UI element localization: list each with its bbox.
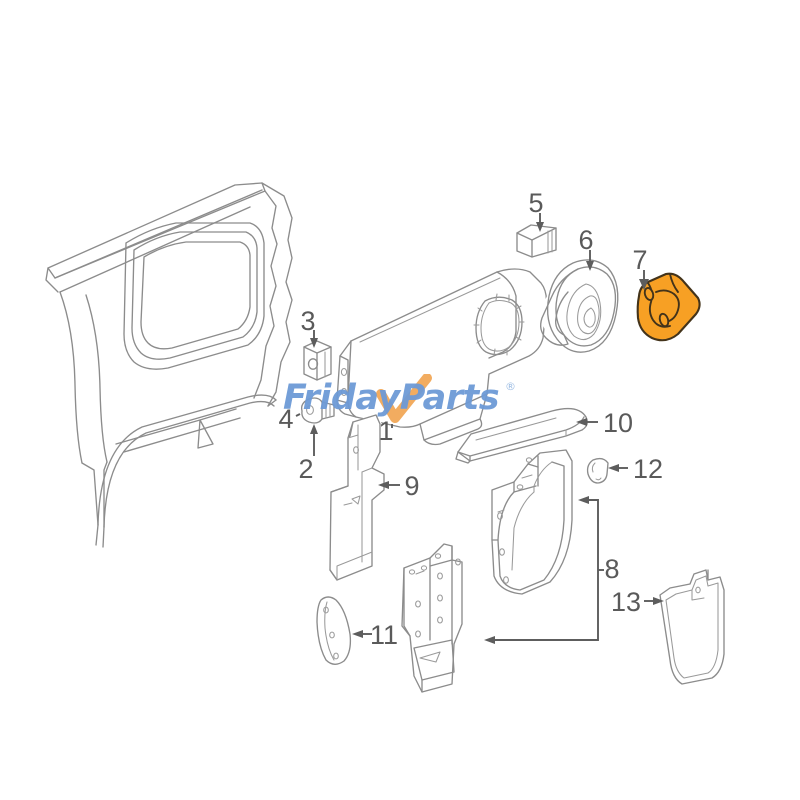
part-8-wheelhouse-liner — [485, 449, 573, 596]
callout-number-10: 10 — [603, 408, 633, 438]
callout-leaders — [295, 213, 664, 644]
part-9-inner-reinforcement-bracket — [328, 414, 385, 582]
part-7-fuel-filler-hinge-bracket-highlighted — [636, 272, 701, 342]
part-5-fuel-door-bracket — [516, 224, 557, 258]
callout-number-12: 12 — [633, 454, 663, 484]
callout-number-7: 7 — [632, 245, 647, 275]
part-12-clip-grommet — [586, 457, 609, 484]
part-13-mud-flap — [659, 569, 725, 685]
callout-number-6: 6 — [578, 225, 593, 255]
callout-number-2: 2 — [298, 454, 313, 484]
callout-number-13: 13 — [611, 587, 641, 617]
part-10-roof-rail-moulding — [455, 407, 588, 464]
callout-number-8: 8 — [604, 554, 619, 584]
part-6-fuel-filler-housing — [540, 259, 619, 353]
vehicle-body-outline — [45, 182, 293, 548]
callout-number-5: 5 — [528, 188, 543, 218]
callout-number-9: 9 — [404, 471, 419, 501]
callout-number-1: 1 — [378, 416, 393, 446]
callout-number-3: 3 — [300, 306, 315, 336]
callout-number-4: 4 — [278, 404, 293, 434]
callout-number-11: 11 — [370, 620, 398, 650]
lower-center-reinforcement-bracket — [400, 543, 463, 694]
part-4-bolt — [300, 397, 335, 424]
part-3-retainer-clip — [303, 340, 332, 381]
callout-numbers: 1 2 3 4 5 6 7 8 9 10 11 12 13 — [278, 188, 663, 650]
part-11-lower-filler-bracket — [316, 596, 352, 665]
